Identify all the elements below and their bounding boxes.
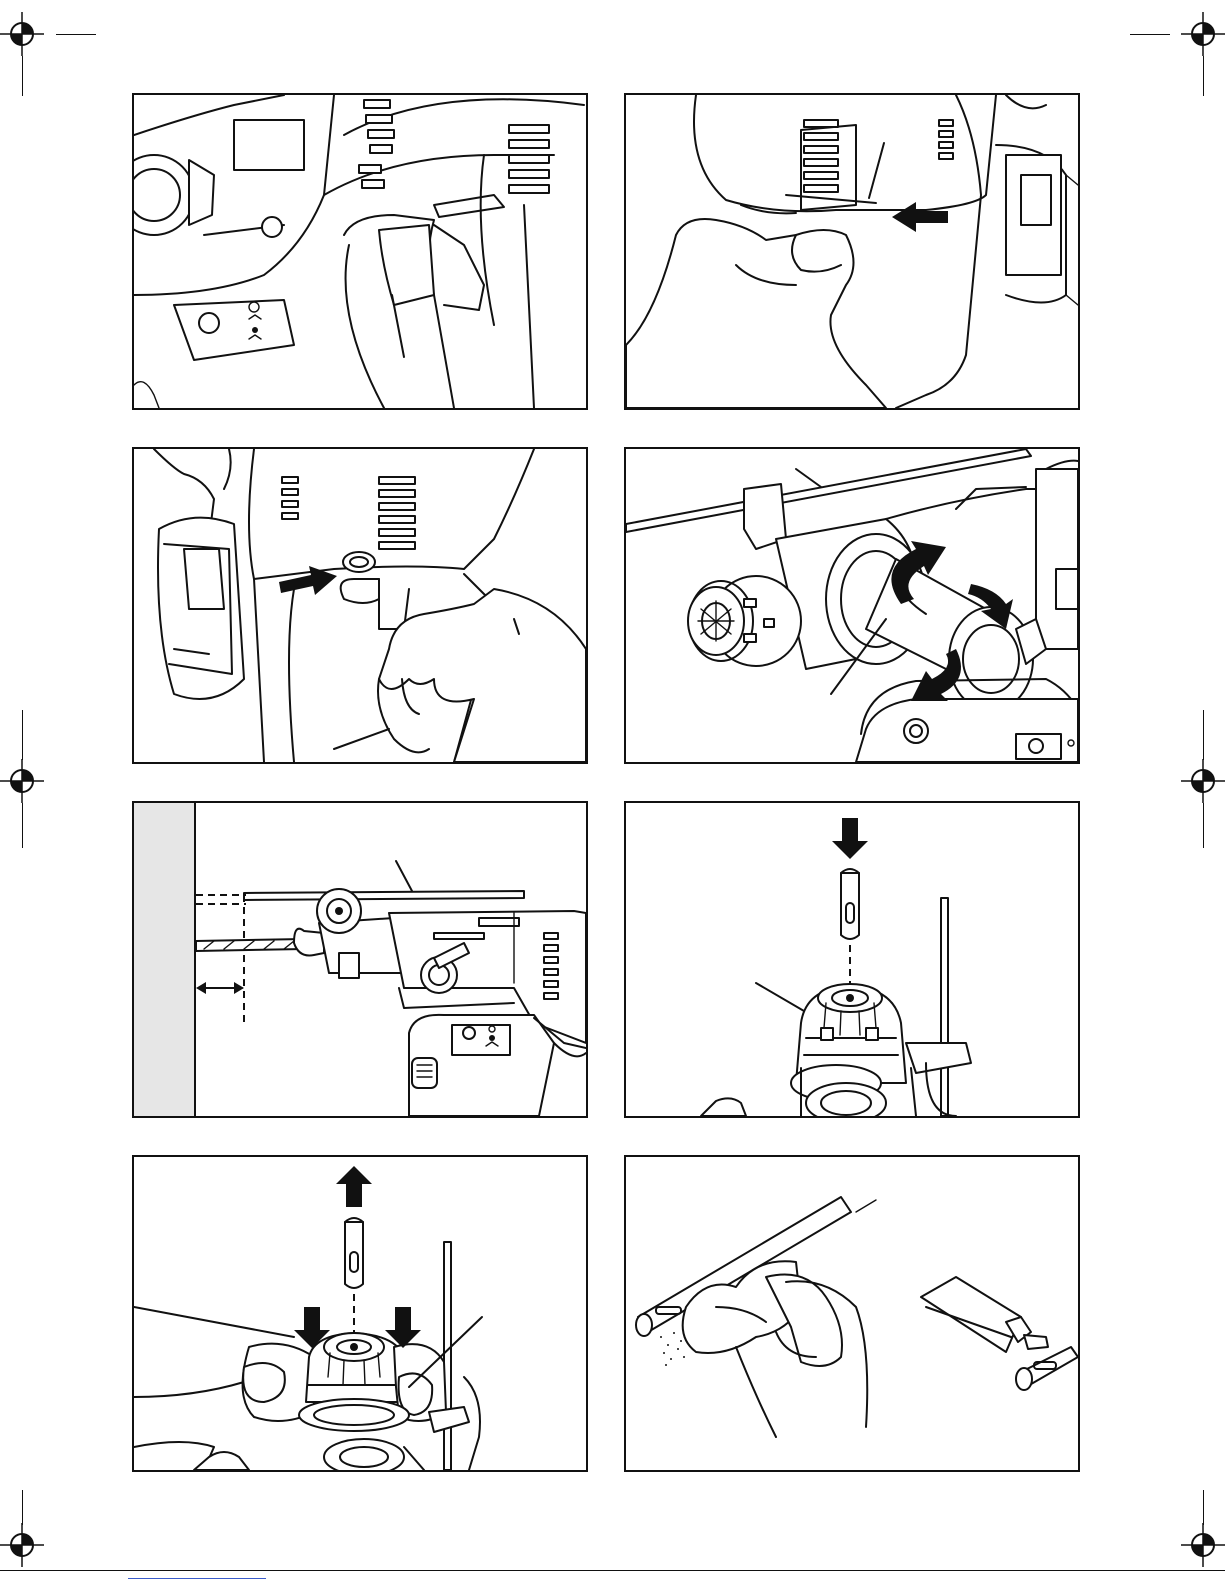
figure-panel-6 [624, 801, 1080, 1118]
registration-mark-mid-right-icon [1181, 759, 1225, 803]
tool-trigger-illustration [134, 95, 586, 408]
crop-line [1203, 710, 1204, 760]
crop-line [1203, 56, 1204, 96]
figure-panel-1 [132, 93, 588, 410]
figure-panel-2 [624, 93, 1080, 410]
registration-mark-top-left-icon [0, 12, 44, 56]
switch-press-illustration [134, 449, 586, 762]
depth-gauge-illustration [134, 803, 586, 1116]
bit-insert-illustration [626, 803, 1078, 1116]
crop-line [22, 710, 23, 760]
crop-line [1203, 803, 1204, 848]
bit-removal-illustration [134, 1157, 586, 1470]
crop-line [22, 1490, 23, 1525]
side-handle-illustration [626, 449, 1078, 762]
figure-panel-3 [132, 447, 588, 764]
crop-line [56, 34, 96, 35]
registration-mark-mid-left-icon [0, 759, 44, 803]
wall [134, 803, 194, 1116]
crop-line [22, 56, 23, 96]
figure-panel-7 [132, 1155, 588, 1472]
registration-mark-bottom-left-icon [0, 1523, 44, 1567]
registration-mark-bottom-right-icon [1181, 1523, 1225, 1567]
figure-panel-4 [624, 447, 1080, 764]
page-bottom-rule [0, 1570, 1225, 1571]
figure-panel-5 [132, 801, 588, 1118]
crop-line [22, 803, 23, 848]
bit-cleaning-illustration [626, 1157, 1078, 1470]
dust-particles [660, 1332, 685, 1366]
lock-button-illustration [626, 95, 1078, 408]
crop-line [1203, 1490, 1204, 1525]
registration-mark-top-right-icon [1181, 12, 1225, 56]
footer-underline [128, 1578, 266, 1579]
figure-panel-8 [624, 1155, 1080, 1472]
crop-line [1130, 34, 1170, 35]
